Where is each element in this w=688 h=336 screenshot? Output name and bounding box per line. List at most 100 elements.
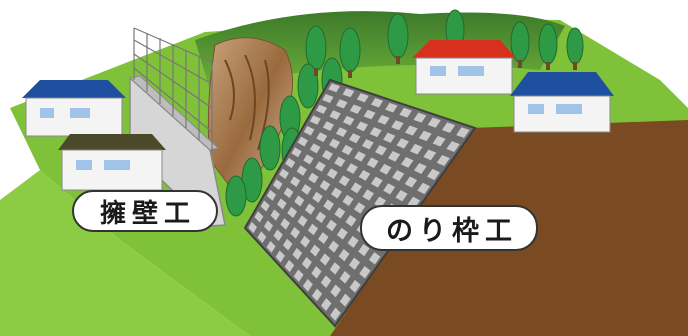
frame-cell bbox=[293, 269, 304, 282]
frame-cell bbox=[275, 250, 285, 263]
frame-cell bbox=[347, 235, 359, 248]
frame-cell bbox=[385, 102, 398, 113]
frame-cell bbox=[318, 232, 329, 244]
frame-cell bbox=[279, 168, 289, 180]
label-slope-frame: のり枠工 bbox=[360, 205, 538, 251]
label-retaining-wall: 擁壁工 bbox=[72, 190, 218, 232]
frame-cell bbox=[304, 203, 316, 215]
frame-cell bbox=[342, 88, 355, 98]
frame-cell bbox=[272, 179, 283, 190]
frame-cell bbox=[388, 151, 401, 162]
frame-cell bbox=[391, 120, 404, 131]
frame-cell bbox=[413, 112, 427, 123]
frame-cell bbox=[370, 98, 384, 108]
frame-cell bbox=[326, 219, 337, 232]
frame-cell bbox=[307, 223, 319, 236]
frame-cell bbox=[248, 221, 257, 234]
frame-cell bbox=[260, 200, 270, 212]
frame-cell bbox=[383, 132, 396, 143]
frame-cell bbox=[405, 125, 418, 136]
frame-cell bbox=[338, 175, 350, 187]
frame-cell bbox=[280, 218, 290, 230]
fence-icon bbox=[133, 27, 213, 152]
frame-cell bbox=[339, 271, 351, 284]
frame-cell bbox=[319, 253, 331, 266]
frame-cell bbox=[312, 191, 323, 203]
frame-cell bbox=[315, 211, 327, 224]
house-icon bbox=[22, 40, 614, 191]
grass-foreground bbox=[0, 170, 250, 336]
frame-cell bbox=[310, 244, 321, 257]
frame-cell bbox=[339, 293, 351, 307]
frame-cell bbox=[283, 187, 294, 199]
frame-cell bbox=[292, 247, 303, 260]
frame-cell bbox=[354, 151, 366, 162]
frame-cell bbox=[423, 149, 437, 161]
frame-cell bbox=[301, 257, 312, 270]
frame-cell bbox=[436, 155, 450, 167]
frame-cell bbox=[359, 265, 371, 279]
frame-cell bbox=[341, 144, 353, 156]
frame-cell bbox=[315, 161, 326, 172]
frame-cell bbox=[370, 176, 383, 188]
frame-cell bbox=[303, 125, 315, 136]
frame-cell bbox=[358, 243, 370, 257]
frame-cell bbox=[323, 199, 334, 211]
frame-cell bbox=[291, 147, 302, 158]
frame-cell bbox=[346, 163, 358, 174]
frame-cell bbox=[456, 127, 470, 138]
frame-cell bbox=[417, 182, 430, 195]
frame-cell bbox=[432, 135, 446, 147]
frame-cell bbox=[309, 143, 321, 154]
frame-cell bbox=[277, 198, 287, 210]
frame-cell bbox=[316, 132, 328, 143]
frame-cell bbox=[326, 168, 338, 179]
frame-cell bbox=[311, 266, 322, 279]
frame-cell bbox=[348, 133, 361, 144]
frame-cell bbox=[309, 115, 321, 125]
frame-cell bbox=[290, 226, 301, 239]
frame-cell bbox=[285, 157, 296, 169]
frame-cell bbox=[392, 170, 405, 182]
frame-cell bbox=[374, 145, 387, 156]
frame-cell bbox=[342, 115, 355, 126]
frame-cell bbox=[395, 189, 408, 202]
frame-cell bbox=[427, 168, 440, 181]
frame-cell bbox=[322, 149, 333, 161]
frame-cell bbox=[379, 163, 392, 175]
frame-cell bbox=[319, 180, 331, 191]
frame-cell bbox=[369, 127, 382, 138]
frame-cell bbox=[273, 229, 283, 242]
frame-cell bbox=[358, 169, 371, 181]
frame-cell bbox=[254, 211, 264, 223]
frame-cell bbox=[302, 278, 313, 292]
frame-cell bbox=[328, 240, 340, 253]
frame-cell bbox=[300, 235, 311, 248]
frame-cell bbox=[266, 240, 276, 253]
frame-cell bbox=[409, 143, 423, 155]
frame-cell bbox=[338, 249, 350, 262]
frame-cell bbox=[349, 104, 362, 114]
frame-cell bbox=[263, 220, 274, 232]
frame-cell bbox=[366, 157, 379, 169]
frame-cell bbox=[303, 154, 314, 165]
frame-cell bbox=[363, 109, 376, 120]
frame-cell bbox=[322, 121, 335, 131]
frame-cell bbox=[284, 259, 295, 273]
frame-cell bbox=[368, 252, 381, 265]
frame-cell bbox=[377, 114, 390, 125]
frame-cell bbox=[270, 209, 280, 221]
frame-cell bbox=[328, 83, 340, 93]
frame-cell bbox=[335, 127, 348, 138]
frame-cell bbox=[336, 227, 348, 240]
frame-cell bbox=[334, 156, 346, 168]
frame-cell bbox=[356, 121, 369, 132]
frame-cell bbox=[329, 110, 341, 120]
frame-cell bbox=[316, 104, 328, 114]
frame-cell bbox=[321, 298, 332, 312]
frame-cell bbox=[330, 307, 341, 321]
frame-cell bbox=[334, 207, 346, 219]
slope-frame bbox=[243, 78, 477, 328]
frame-cell bbox=[446, 141, 460, 152]
